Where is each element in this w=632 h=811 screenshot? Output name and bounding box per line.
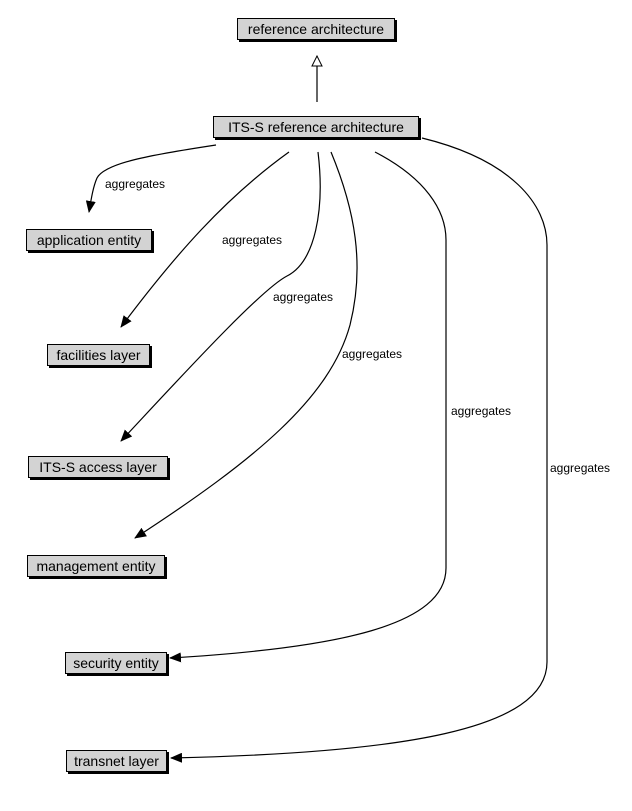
node-its-s-reference-architecture[interactable]: ITS-S reference architecture: [213, 116, 419, 138]
edge-label-aggregates: aggregates: [550, 461, 611, 475]
edge-aggregates-security-entity: [169, 151, 447, 663]
edge-label-aggregates: aggregates: [273, 290, 334, 304]
edge-aggregates-application-entity: [85, 144, 217, 213]
edge-label-aggregates: aggregates: [222, 233, 283, 247]
edge-aggregates-transnet-layer: [170, 137, 548, 763]
node-management-entity[interactable]: management entity: [27, 555, 165, 577]
node-transnet-layer[interactable]: transnet layer: [66, 750, 167, 772]
node-security-entity[interactable]: security entity: [65, 652, 167, 674]
edge-label-aggregates: aggregates: [451, 404, 512, 418]
node-reference-architecture[interactable]: reference architecture: [237, 18, 395, 40]
edge-aggregates-facilities-layer: [120, 151, 290, 328]
edge-label-aggregates: aggregates: [342, 347, 403, 361]
edge-label-aggregates: aggregates: [105, 177, 166, 191]
edge-aggregates-management-entity: [134, 151, 358, 539]
edge-aggregates-access-layer: [120, 151, 321, 442]
node-its-s-access-layer[interactable]: ITS-S access layer: [28, 456, 168, 478]
node-facilities-layer[interactable]: facilities layer: [47, 344, 150, 366]
node-application-entity[interactable]: application entity: [26, 229, 152, 251]
